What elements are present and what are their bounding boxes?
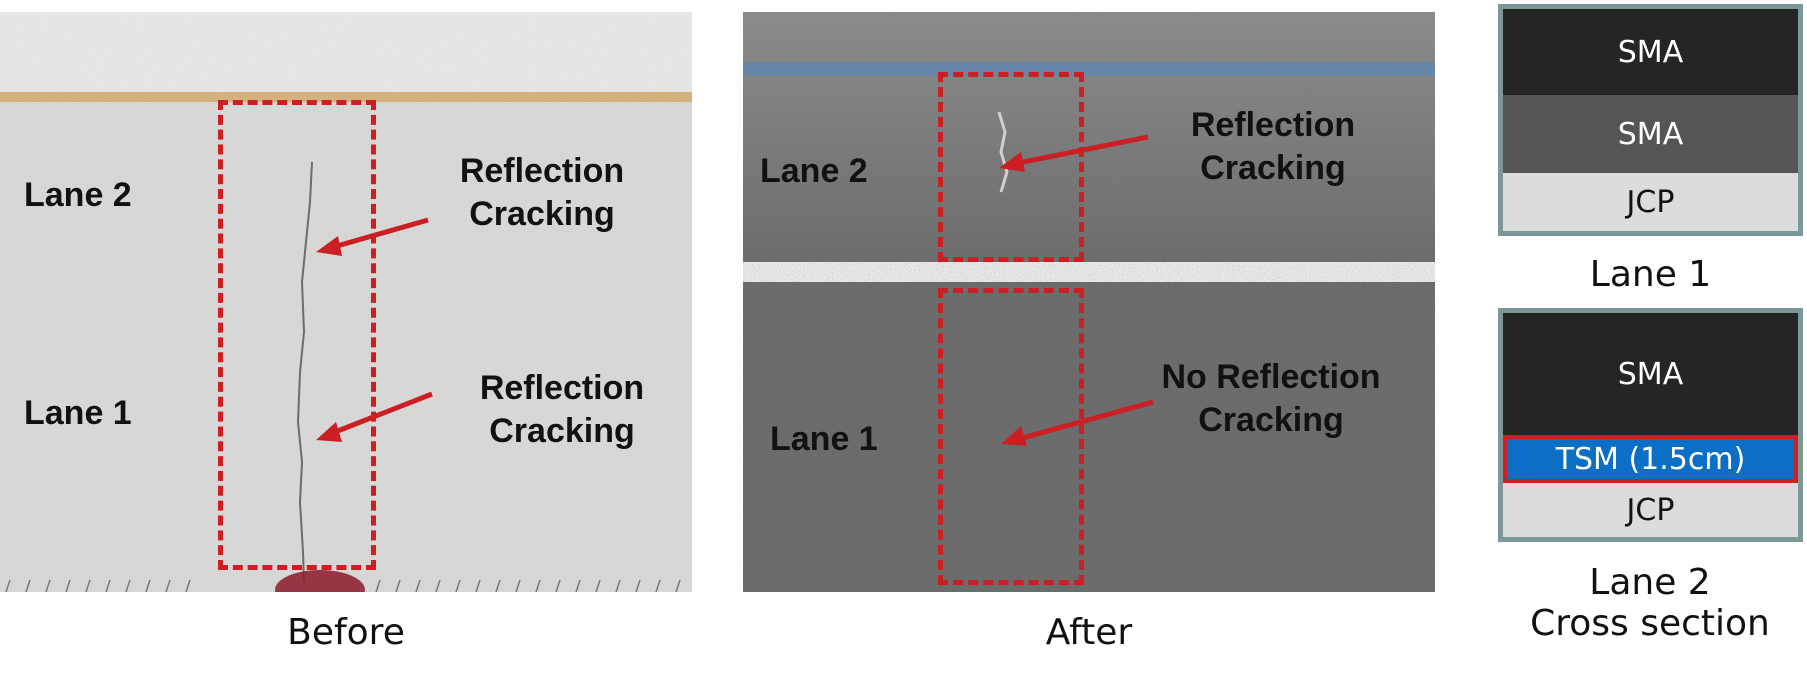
before-annotation-top: Reflection Cracking [459,152,625,233]
after-highlight-box-top [938,72,1084,262]
before-photo [0,12,692,592]
lane2-cross-section-caption: Lane 2 Cross section [1530,562,1770,645]
after-caption: After [1045,612,1133,653]
crack-line [997,111,1009,193]
lane2-layer-sma: SMA [1503,313,1798,435]
lane1-cross-section: SMA SMA JCP [1498,4,1803,236]
before-annotation-bottom: Reflection Cracking [479,369,645,450]
paint-mark [275,570,365,592]
after-highlight-box-bottom [938,288,1084,585]
lane2-cross-section: SMA TSM (1.5cm) JCP [1498,308,1803,542]
before-lane1-label: Lane 1 [24,394,132,432]
lane1-layer-sma-middle: SMA [1503,95,1798,173]
after-annotation-top: Reflection Cracking [1190,106,1356,187]
after-annotation-bottom: No Reflection Cracking [1161,358,1381,439]
lane2-layer-tsm: TSM (1.5cm) [1503,435,1798,483]
before-lane2-label: Lane 2 [24,176,132,214]
lane2-layer-jcp: JCP [1503,483,1798,537]
after-lane1-label: Lane 1 [770,420,878,458]
after-lane2-label: Lane 2 [760,152,868,190]
lane1-layer-jcp: JCP [1503,173,1798,231]
crack-line [296,161,313,583]
before-caption: Before [287,612,405,653]
lane1-cross-section-caption: Lane 1 [1589,254,1712,295]
after-pavement-image [743,12,1435,592]
lane1-layer-sma-top: SMA [1503,9,1798,95]
after-photo [743,12,1435,592]
before-pavement-image [0,12,692,592]
before-highlight-box [218,100,376,570]
